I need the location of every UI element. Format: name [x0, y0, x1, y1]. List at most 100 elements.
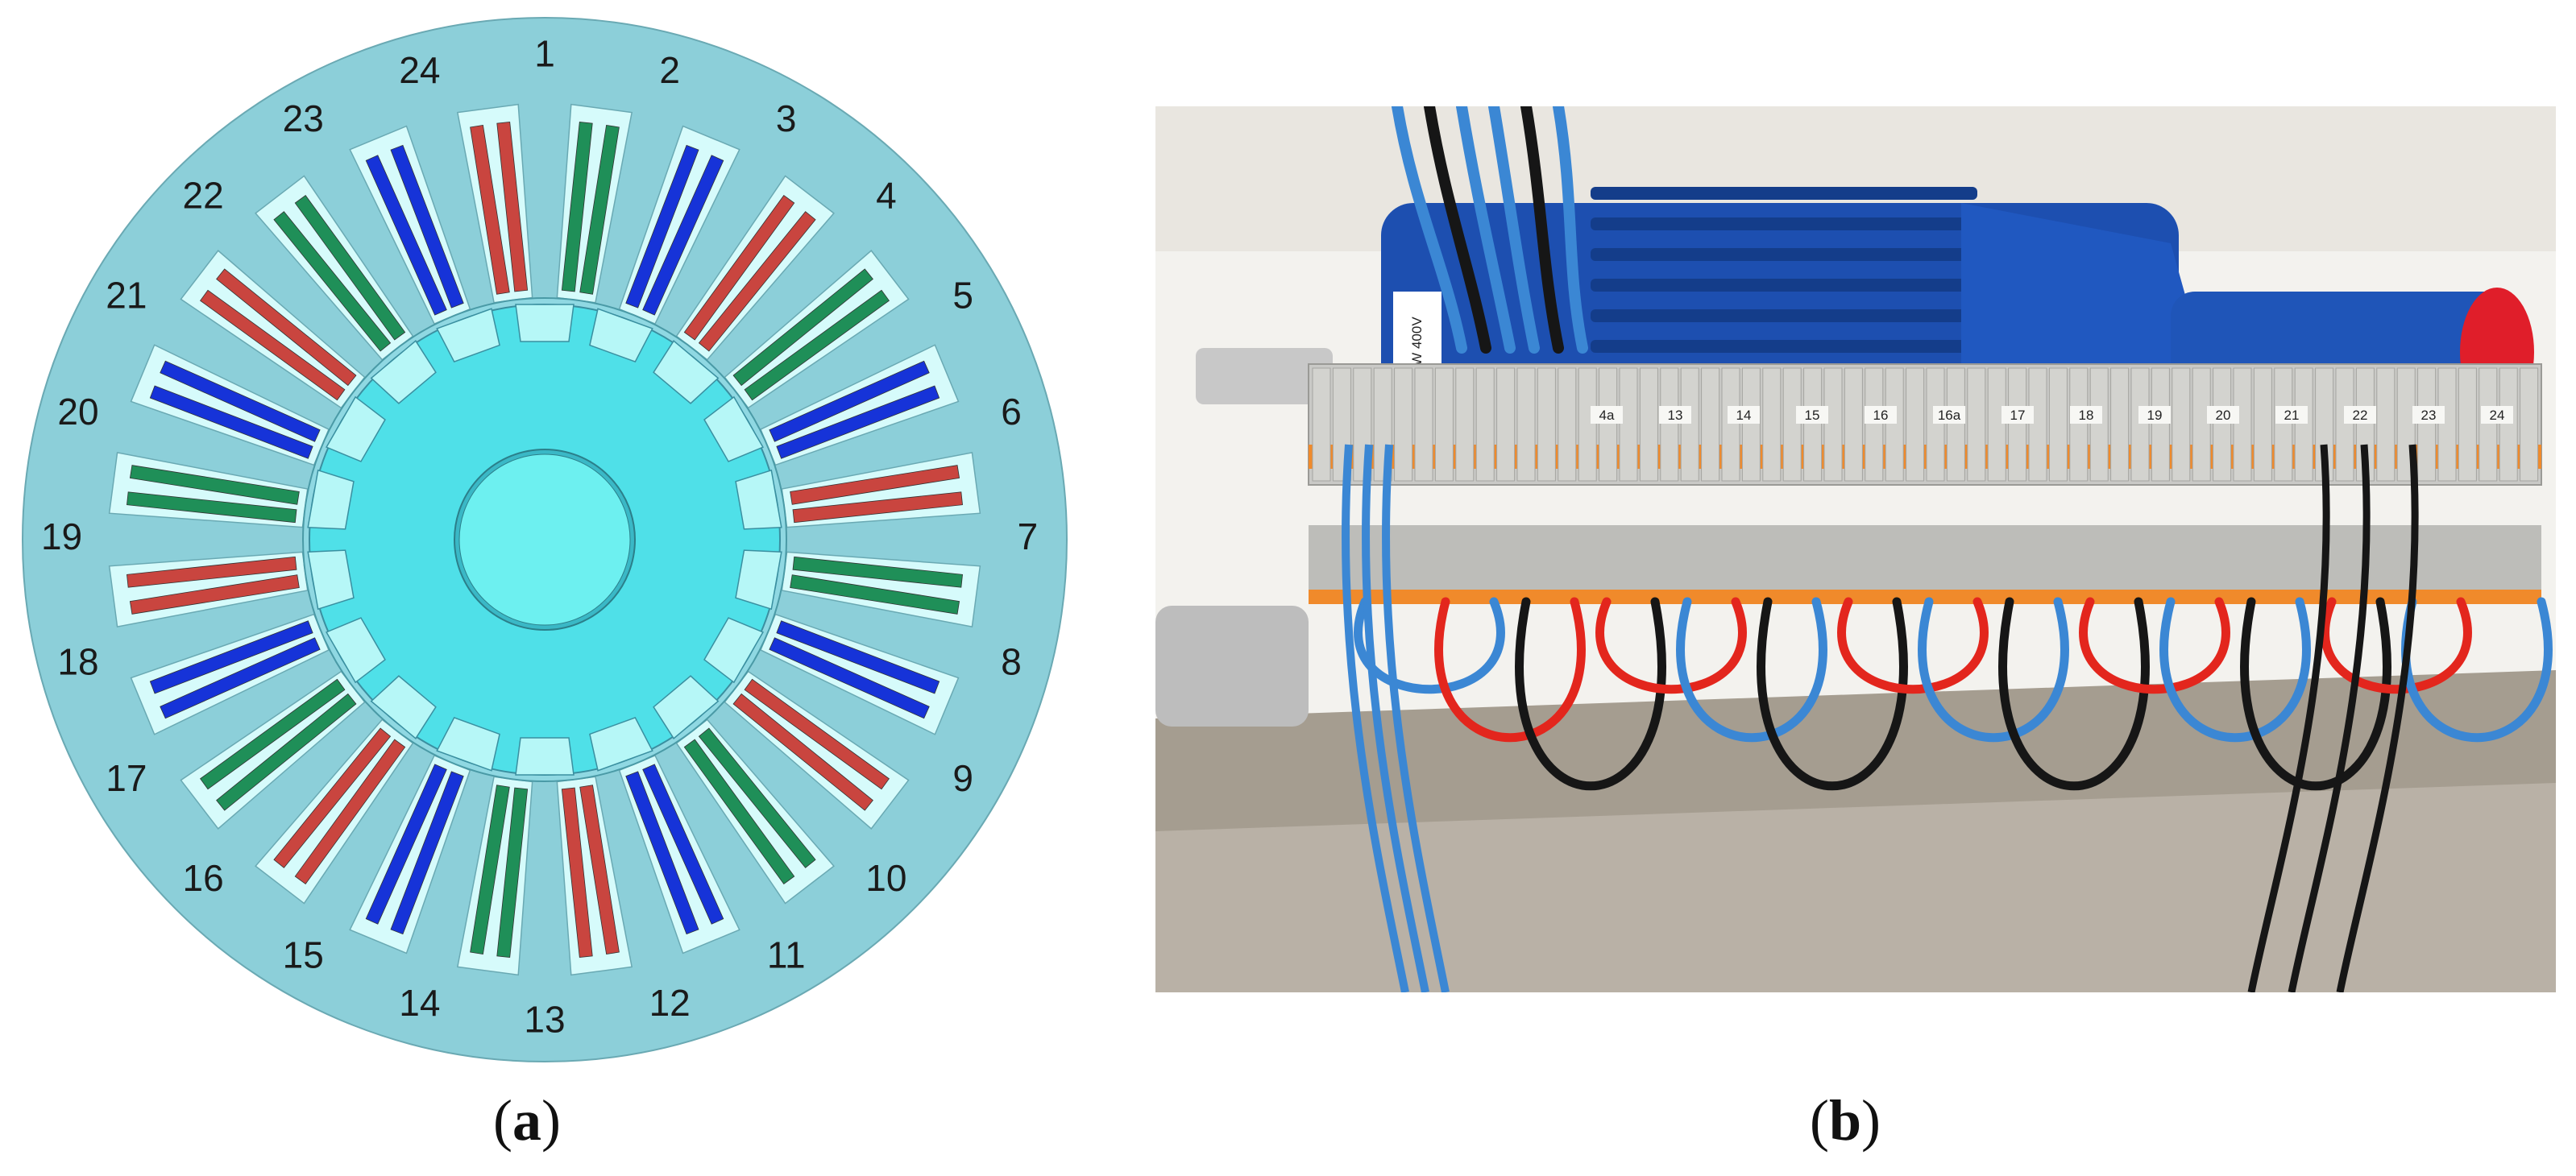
- terminal-module: [2172, 367, 2191, 482]
- slot-number-label: 19: [41, 516, 82, 557]
- conductor-bar: [776, 620, 940, 694]
- shaft-coupling: [1196, 348, 1333, 404]
- terminal-label: 16a: [1938, 408, 1961, 423]
- terminal-module: [1721, 367, 1740, 482]
- rotor-slot-shape: [370, 675, 437, 739]
- terminal-module: [2437, 367, 2457, 482]
- terminal-module: [1475, 367, 1495, 482]
- rotor-slot-13: [326, 617, 386, 684]
- stator-slot-2: [556, 103, 633, 304]
- terminal-tag: [2344, 406, 2376, 424]
- terminal-module: [1660, 367, 1679, 482]
- slot-number-label: 14: [399, 982, 440, 1024]
- stator-slot-14: [456, 776, 533, 976]
- terminal-orange-row-lower: [1309, 590, 2541, 604]
- conductor-bar: [216, 693, 357, 811]
- conductor-bar: [496, 122, 529, 292]
- top-wire-bundle: [1488, 106, 1540, 354]
- stator-slot-16: [255, 718, 414, 905]
- terminal-module: [2028, 367, 2047, 482]
- rotor-slot-11: [436, 716, 500, 772]
- conductor-bar: [216, 268, 357, 387]
- terminal-tag: [2481, 406, 2513, 424]
- terminal-module: [2479, 367, 2498, 482]
- terminal-tag: [1591, 406, 1623, 424]
- rotor-slot-15: [307, 469, 355, 530]
- terminal-module: [1762, 367, 1782, 482]
- terminal-module: [2213, 367, 2232, 482]
- terminal-module: [1782, 367, 1802, 482]
- terminal-tag: [1728, 406, 1760, 424]
- conductor-bar: [625, 144, 699, 308]
- rotor-slot-shape: [436, 308, 500, 363]
- rotor-slot-shape: [326, 617, 386, 684]
- conductor-bar: [200, 678, 346, 790]
- slot-number-label: 12: [649, 982, 691, 1024]
- stator-slot-6: [760, 344, 960, 466]
- rotor-slot-16: [326, 395, 386, 462]
- slot-number-label: 18: [57, 640, 98, 682]
- stator-slot-7: [781, 451, 981, 528]
- terminal-module: [1946, 367, 1965, 482]
- conductor-bar: [790, 465, 960, 505]
- terminal-module: [2192, 367, 2211, 482]
- top-wire-bundle: [1520, 106, 1564, 354]
- terminal-module: [1987, 367, 2006, 482]
- stator-slot-1: [456, 103, 533, 304]
- output-lead-wire: [2288, 444, 2371, 992]
- jumper-wire-loop: [2079, 597, 2230, 694]
- rotor-slot-2: [589, 308, 653, 363]
- terminal-label: 14: [1736, 408, 1752, 423]
- conductor-bar: [792, 556, 963, 588]
- terminal-block-lower: [1309, 525, 2541, 598]
- stator-slot-11: [675, 718, 835, 905]
- terminal-module: [1537, 367, 1556, 482]
- slot-number-label: 23: [283, 97, 324, 139]
- terminal-label: 23: [2421, 408, 2437, 423]
- terminal-module: [2274, 367, 2293, 482]
- terminal-tag: [1933, 406, 1965, 424]
- slot-number-label: 2: [659, 49, 680, 91]
- rotor-slot-shape: [703, 395, 764, 462]
- terminal-module: [2417, 367, 2437, 482]
- terminal-module: [1394, 367, 1413, 482]
- base-plate-front: [1155, 783, 2556, 992]
- conductor-bar: [390, 144, 464, 308]
- terminal-module: [2458, 367, 2477, 482]
- terminal-module: [2110, 367, 2130, 482]
- terminal-module: [1599, 367, 1618, 482]
- conductor-bar: [470, 785, 510, 955]
- slot-number-label: 22: [183, 174, 224, 216]
- terminal-label: 19: [2147, 408, 2163, 423]
- terminal-module: [2048, 367, 2068, 482]
- stator-slot-15: [349, 755, 471, 954]
- rotor-slot-12: [370, 675, 437, 739]
- top-wire-bundle: [1424, 106, 1491, 354]
- stator-slot-19: [108, 551, 309, 628]
- cooling-fin: [1591, 340, 1977, 353]
- output-lead-wire: [1362, 444, 1429, 992]
- conductor-bar: [790, 574, 960, 615]
- output-lead-wire: [2247, 444, 2330, 992]
- jumper-wire-loop: [1676, 597, 1827, 743]
- rotor-slot-17: [370, 340, 437, 404]
- terminal-label: 4a: [1599, 408, 1615, 423]
- conductor-bar: [642, 764, 724, 925]
- conductor-bar: [127, 556, 297, 588]
- terminal-module: [2520, 367, 2539, 482]
- stator-slot-20: [108, 451, 309, 528]
- bearing-block: [1155, 606, 1309, 727]
- terminal-module: [1639, 367, 1658, 482]
- conductor-bar: [744, 289, 890, 401]
- rotor-slot-shape: [515, 737, 575, 776]
- top-wire-bundle: [1553, 106, 1588, 354]
- rotor-slot-10: [515, 737, 575, 776]
- terminal-label: 20: [2216, 408, 2231, 423]
- terminal-module: [2376, 367, 2396, 482]
- slot-number-label: 8: [1001, 640, 1022, 682]
- rotor-slot-shape: [307, 469, 355, 530]
- slot-number-label: 6: [1001, 391, 1022, 433]
- slot-number-label: 11: [767, 934, 806, 975]
- terminal-module: [2151, 367, 2170, 482]
